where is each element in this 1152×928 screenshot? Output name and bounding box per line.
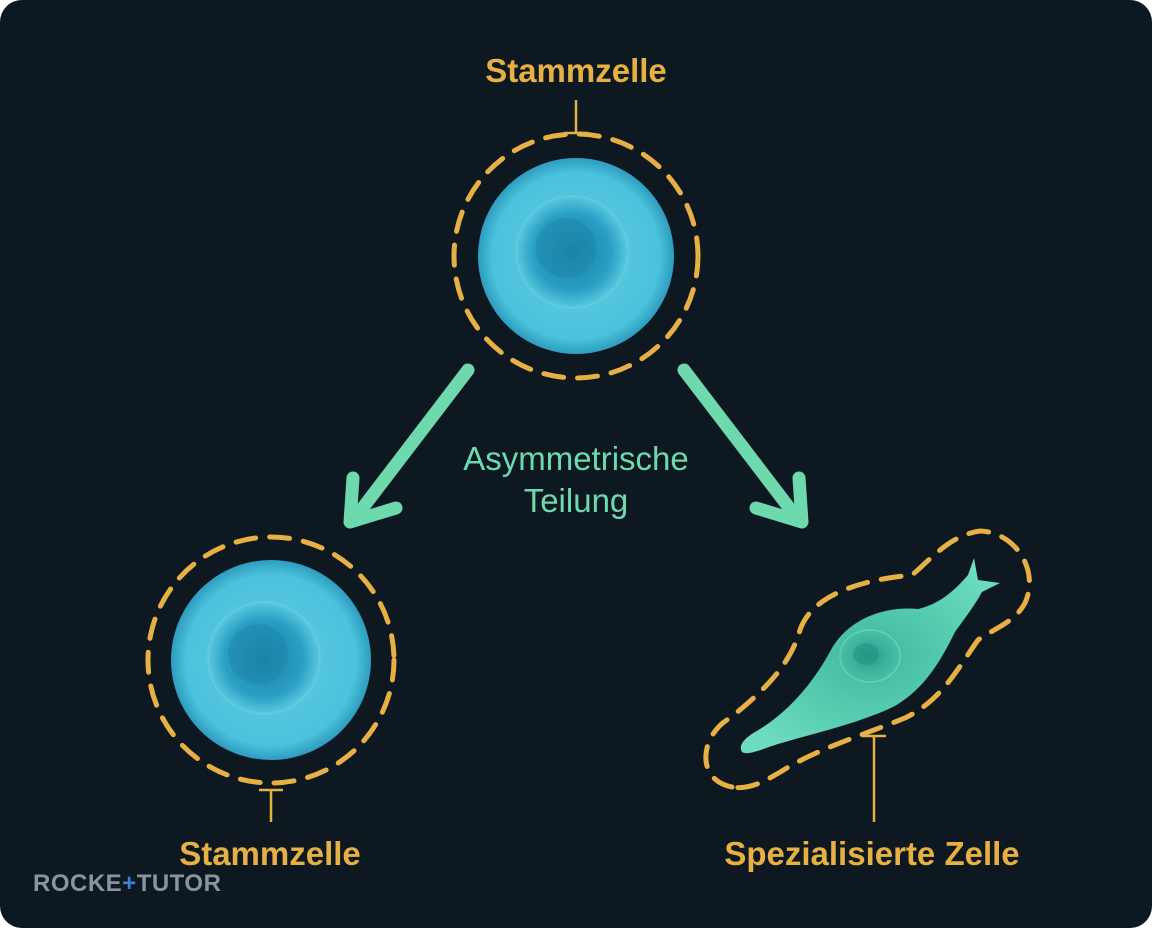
brand-logo: ROCKE+TUTOR — [33, 870, 221, 898]
bottom-left-cell-dashed-outline — [145, 534, 397, 786]
division-label-line-2: Teilung — [523, 482, 629, 519]
bottom-left-stem-cell — [145, 534, 397, 822]
specialized-cell-label: Spezialisierte Zelle — [724, 835, 1020, 872]
top-cell-dashed-outline — [451, 131, 701, 381]
top-stem-cell — [451, 100, 701, 381]
bottom-left-cell-label: Stammzelle — [179, 835, 361, 872]
logo-text-part-2: TUTOR — [136, 870, 222, 897]
specialized-cell-dashed-outline — [703, 528, 1032, 791]
arrow-to-specialized-cell — [677, 363, 809, 529]
arrow-to-stem-cell — [343, 363, 475, 529]
division-label: Asymmetrische Teilung — [426, 438, 726, 522]
specialized-cell — [703, 528, 1032, 822]
logo-text-part-1: ROCKE — [33, 870, 123, 897]
logo-plus-mark: + — [122, 870, 137, 897]
top-cell-label: Stammzelle — [485, 52, 667, 89]
division-label-line-1: Asymmetrische — [463, 440, 689, 477]
